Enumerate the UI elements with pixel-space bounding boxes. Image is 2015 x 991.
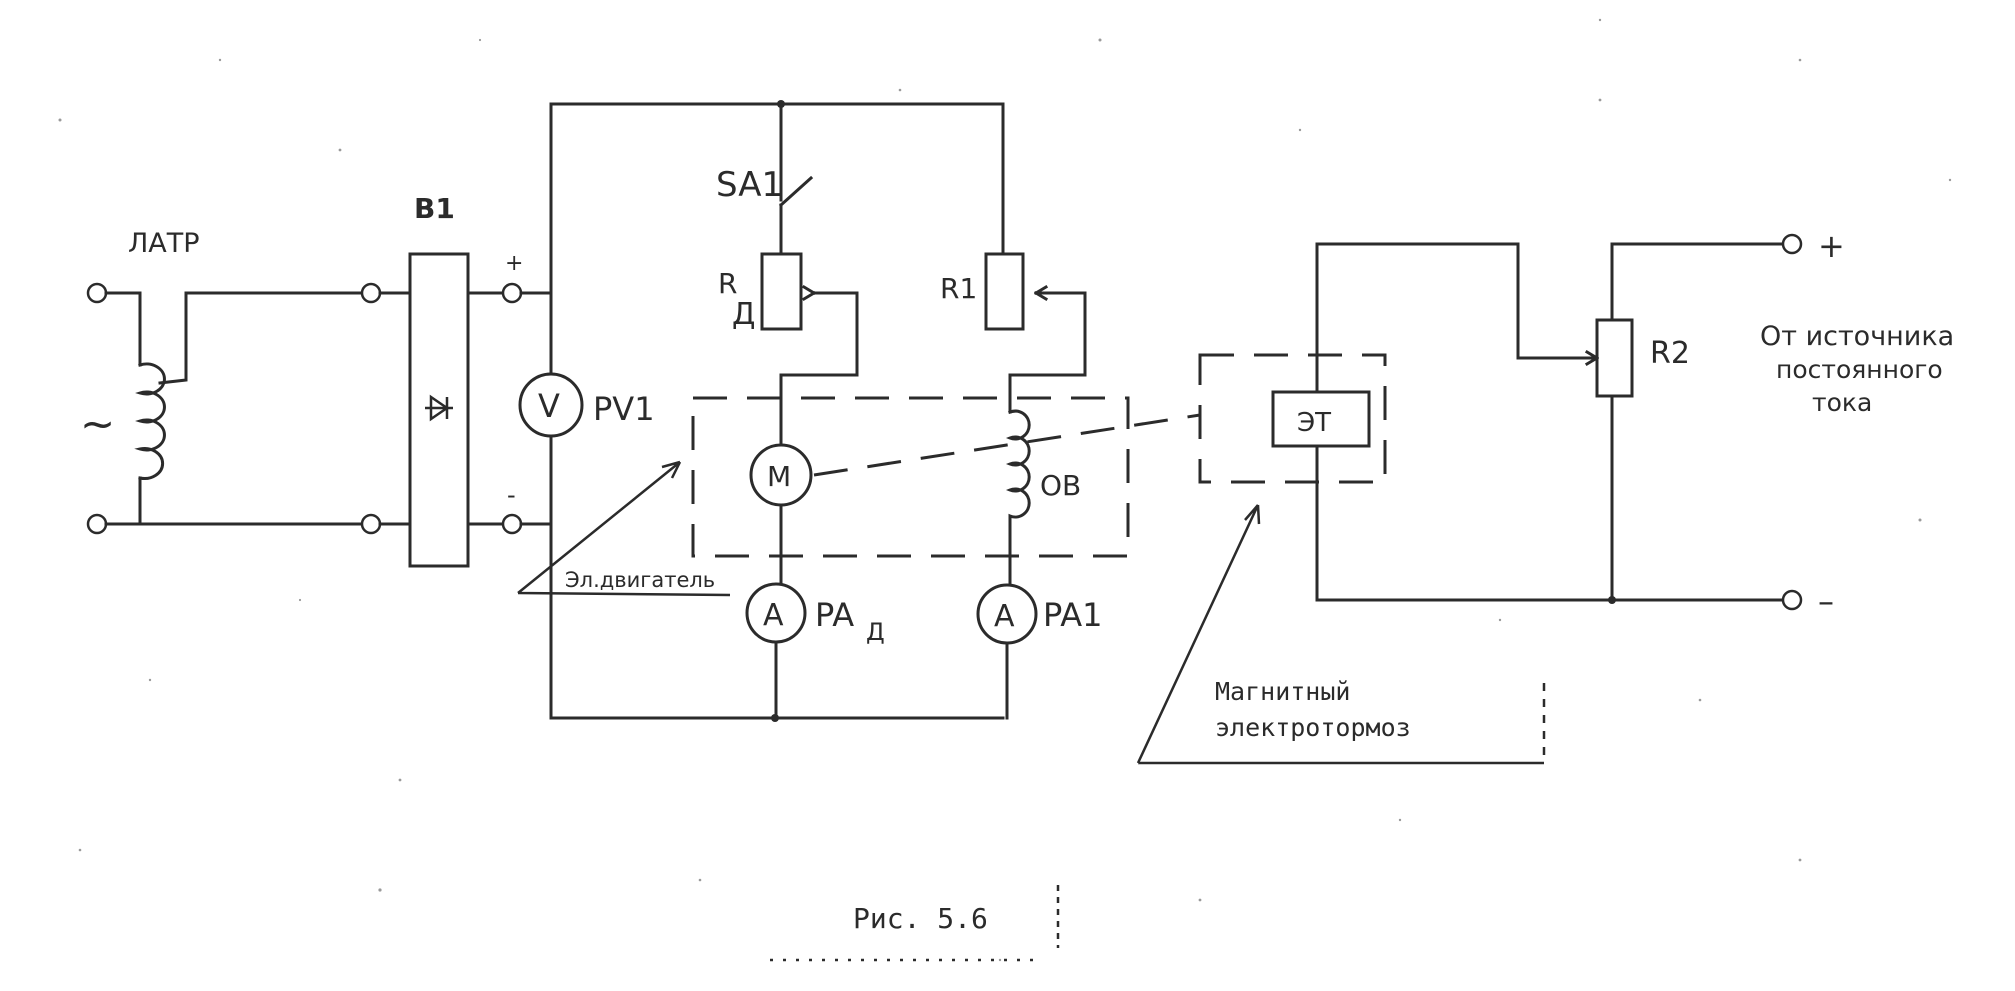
brake-caption-line2: электротормоз [1215,713,1411,742]
voltmeter-label: PV1 [593,390,655,428]
dc-source-label-line1: От источника [1760,321,1954,352]
figure-caption: Рис. 5.6 [853,902,988,935]
dc-source-branch: R2 + – От источника постоянного тока [1584,227,1954,620]
ac-terminal-top [86,282,108,304]
switch-sa1 [778,175,814,208]
latr-autotransformer: ЛАТР ~ [80,228,364,535]
dc-output-terminal-minus [501,513,523,535]
dc-source-terminal-minus [1781,589,1803,611]
dc-output-terminal-plus [501,282,523,304]
motor-caption: Эл.двигатель [565,568,715,592]
rectifier-input-terminal-bottom [360,513,382,535]
ammeter-field-symbol: A [994,599,1015,634]
voltmeter-symbol: V [538,387,560,425]
motor-pointer [517,460,731,597]
brake-caption-line1: Магнитный [1215,677,1350,706]
ammeter-motor-label: PA [815,596,854,634]
dc-source-label-line3: тока [1812,388,1872,417]
minus-sign-left: - [507,481,516,509]
resistor-rd [760,252,803,331]
resistor-r1 [984,252,1025,331]
resistor-rd-label: R [718,267,737,300]
minus-sign-right: – [1818,582,1834,620]
dc-source-terminal-plus [1781,233,1803,255]
motor-armature-branch: SA1 R Д M A PA Д [716,102,885,720]
rectifier-label: B1 [414,192,455,225]
magnetic-brake: ЭТ Магнитный электротормоз [1136,242,1614,765]
field-winding-label: ОВ [1040,469,1081,502]
latr-label: ЛАТР [128,228,200,259]
ammeter-motor-subscript: Д [866,618,885,646]
motor-symbol: M [767,460,791,493]
plus-sign-right: + [1818,227,1845,265]
resistor-r1-label: R1 [940,272,977,305]
rectifier-input-terminal-top [360,282,382,304]
rectifier-b1: B1 [408,192,470,568]
ac-terminal-bottom [86,513,108,535]
ammeter-motor-symbol: A [763,598,784,633]
brake-label: ЭТ [1297,408,1331,438]
dc-source-label-line2: постоянного [1776,355,1943,384]
resistor-r2-label: R2 [1650,336,1690,371]
scan-noise [58,18,1952,962]
resistor-r2 [1595,318,1634,398]
brake-pointer [1136,504,1544,765]
voltmeter-pv1: V PV1 [518,372,655,438]
ammeter-field-label: PA1 [1043,596,1103,634]
field-winding-branch: R1 ОВ A PA1 [940,102,1103,720]
latr-coil [134,362,166,480]
resistor-rd-subscript: Д [732,297,755,332]
brake-enclosure [1198,353,1387,484]
mechanical-coupling [813,413,1201,477]
motor-enclosure [691,396,1130,558]
plus-sign-left: + [505,251,523,276]
field-coil [1005,409,1031,587]
switch-label: SA1 [716,165,783,205]
diode-icon [425,394,453,422]
ac-symbol: ~ [80,399,115,448]
